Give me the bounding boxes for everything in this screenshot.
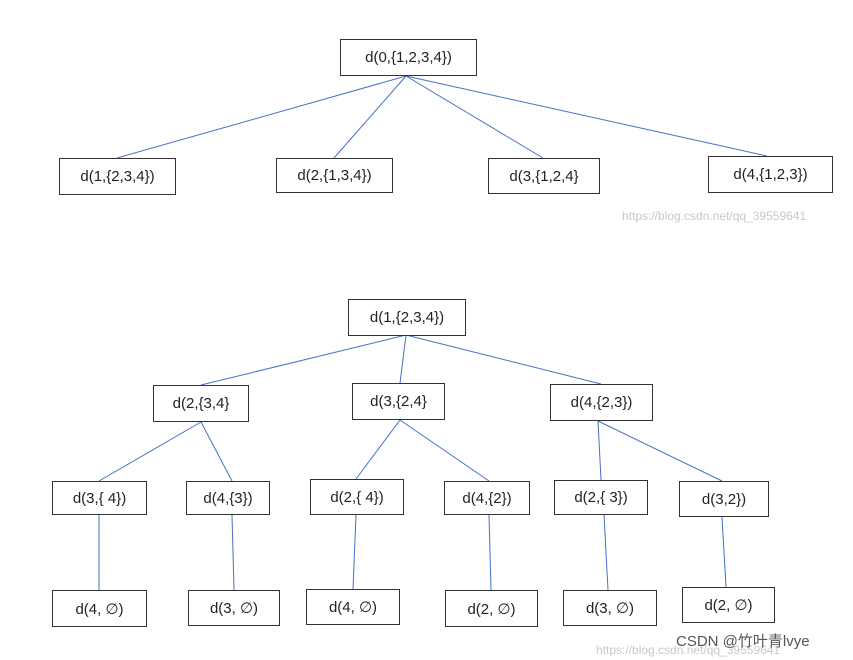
edge-t1-root-c2 (333, 75, 407, 159)
tree2-level2-node-1: d(3,{ 4}) (52, 481, 147, 515)
watermark-url-bottom: https://blog.csdn.net/qq_39559641 (596, 643, 781, 657)
edge-t2-root-l1a (200, 334, 407, 386)
tree1-root-node: d(0,{1,2,3,4}) (340, 39, 477, 76)
edge-t1-root-c4 (405, 75, 768, 157)
tree2-level2-node-2: d(4,{3}) (186, 481, 270, 515)
tree2-level3-node-3: d(4, ∅) (306, 589, 400, 625)
edge-t2-l1b-l2d (399, 419, 490, 482)
tree2-root-node: d(1,{2,3,4}) (348, 299, 466, 336)
edge-t2-root-l1b (399, 334, 407, 384)
tree1-child-node-4: d(4,{1,2,3}) (708, 156, 833, 193)
edge-t2-l1a-l2a (98, 421, 202, 482)
tree2-level2-node-6: d(3,2}) (679, 481, 769, 517)
tree2-level1-node-1: d(2,{3,4} (153, 385, 249, 422)
tree2-level1-node-2: d(3,{2,4} (352, 383, 445, 420)
tree2-level3-node-2: d(3, ∅) (188, 590, 280, 626)
edge-t2-root-l1c (405, 334, 602, 385)
edge-t2-l1c-l2e (597, 420, 602, 481)
edge-t2-l1c-l2f (597, 420, 723, 482)
edge-t2-l2d-l3d (488, 514, 492, 591)
tree2-level3-node-6: d(2, ∅) (682, 587, 775, 623)
watermark-url-top: https://blog.csdn.net/qq_39559641 (622, 209, 807, 223)
tree2-level2-node-4: d(4,{2}) (444, 481, 530, 515)
tree1-child-node-3: d(3,{1,2,4} (488, 158, 600, 194)
edge-t1-root-c3 (405, 75, 544, 159)
tree1-child-node-1: d(1,{2,3,4}) (59, 158, 176, 195)
edge-t2-l2c-l3c (352, 514, 357, 590)
tree1-child-node-2: d(2,{1,3,4}) (276, 158, 393, 193)
edge-t2-l2b-l3b (231, 514, 235, 591)
tree2-level3-node-1: d(4, ∅) (52, 590, 147, 627)
edge-t1-root-c1 (116, 75, 407, 159)
tree2-level3-node-4: d(2, ∅) (445, 590, 538, 627)
edge-t2-l2e-l3e (603, 514, 609, 591)
tree2-level3-node-5: d(3, ∅) (563, 590, 657, 626)
edge-t2-l1a-l2b (200, 421, 233, 482)
tree2-level2-node-3: d(2,{ 4}) (310, 479, 404, 515)
tree2-level2-node-5: d(2,{ 3}) (554, 480, 648, 515)
edge-t2-l2f-l3f (721, 516, 727, 588)
csdn-author-label: CSDN @竹叶青lvye (676, 633, 810, 650)
edge-t2-l1b-l2c (355, 419, 401, 480)
tree2-level1-node-3: d(4,{2,3}) (550, 384, 653, 421)
